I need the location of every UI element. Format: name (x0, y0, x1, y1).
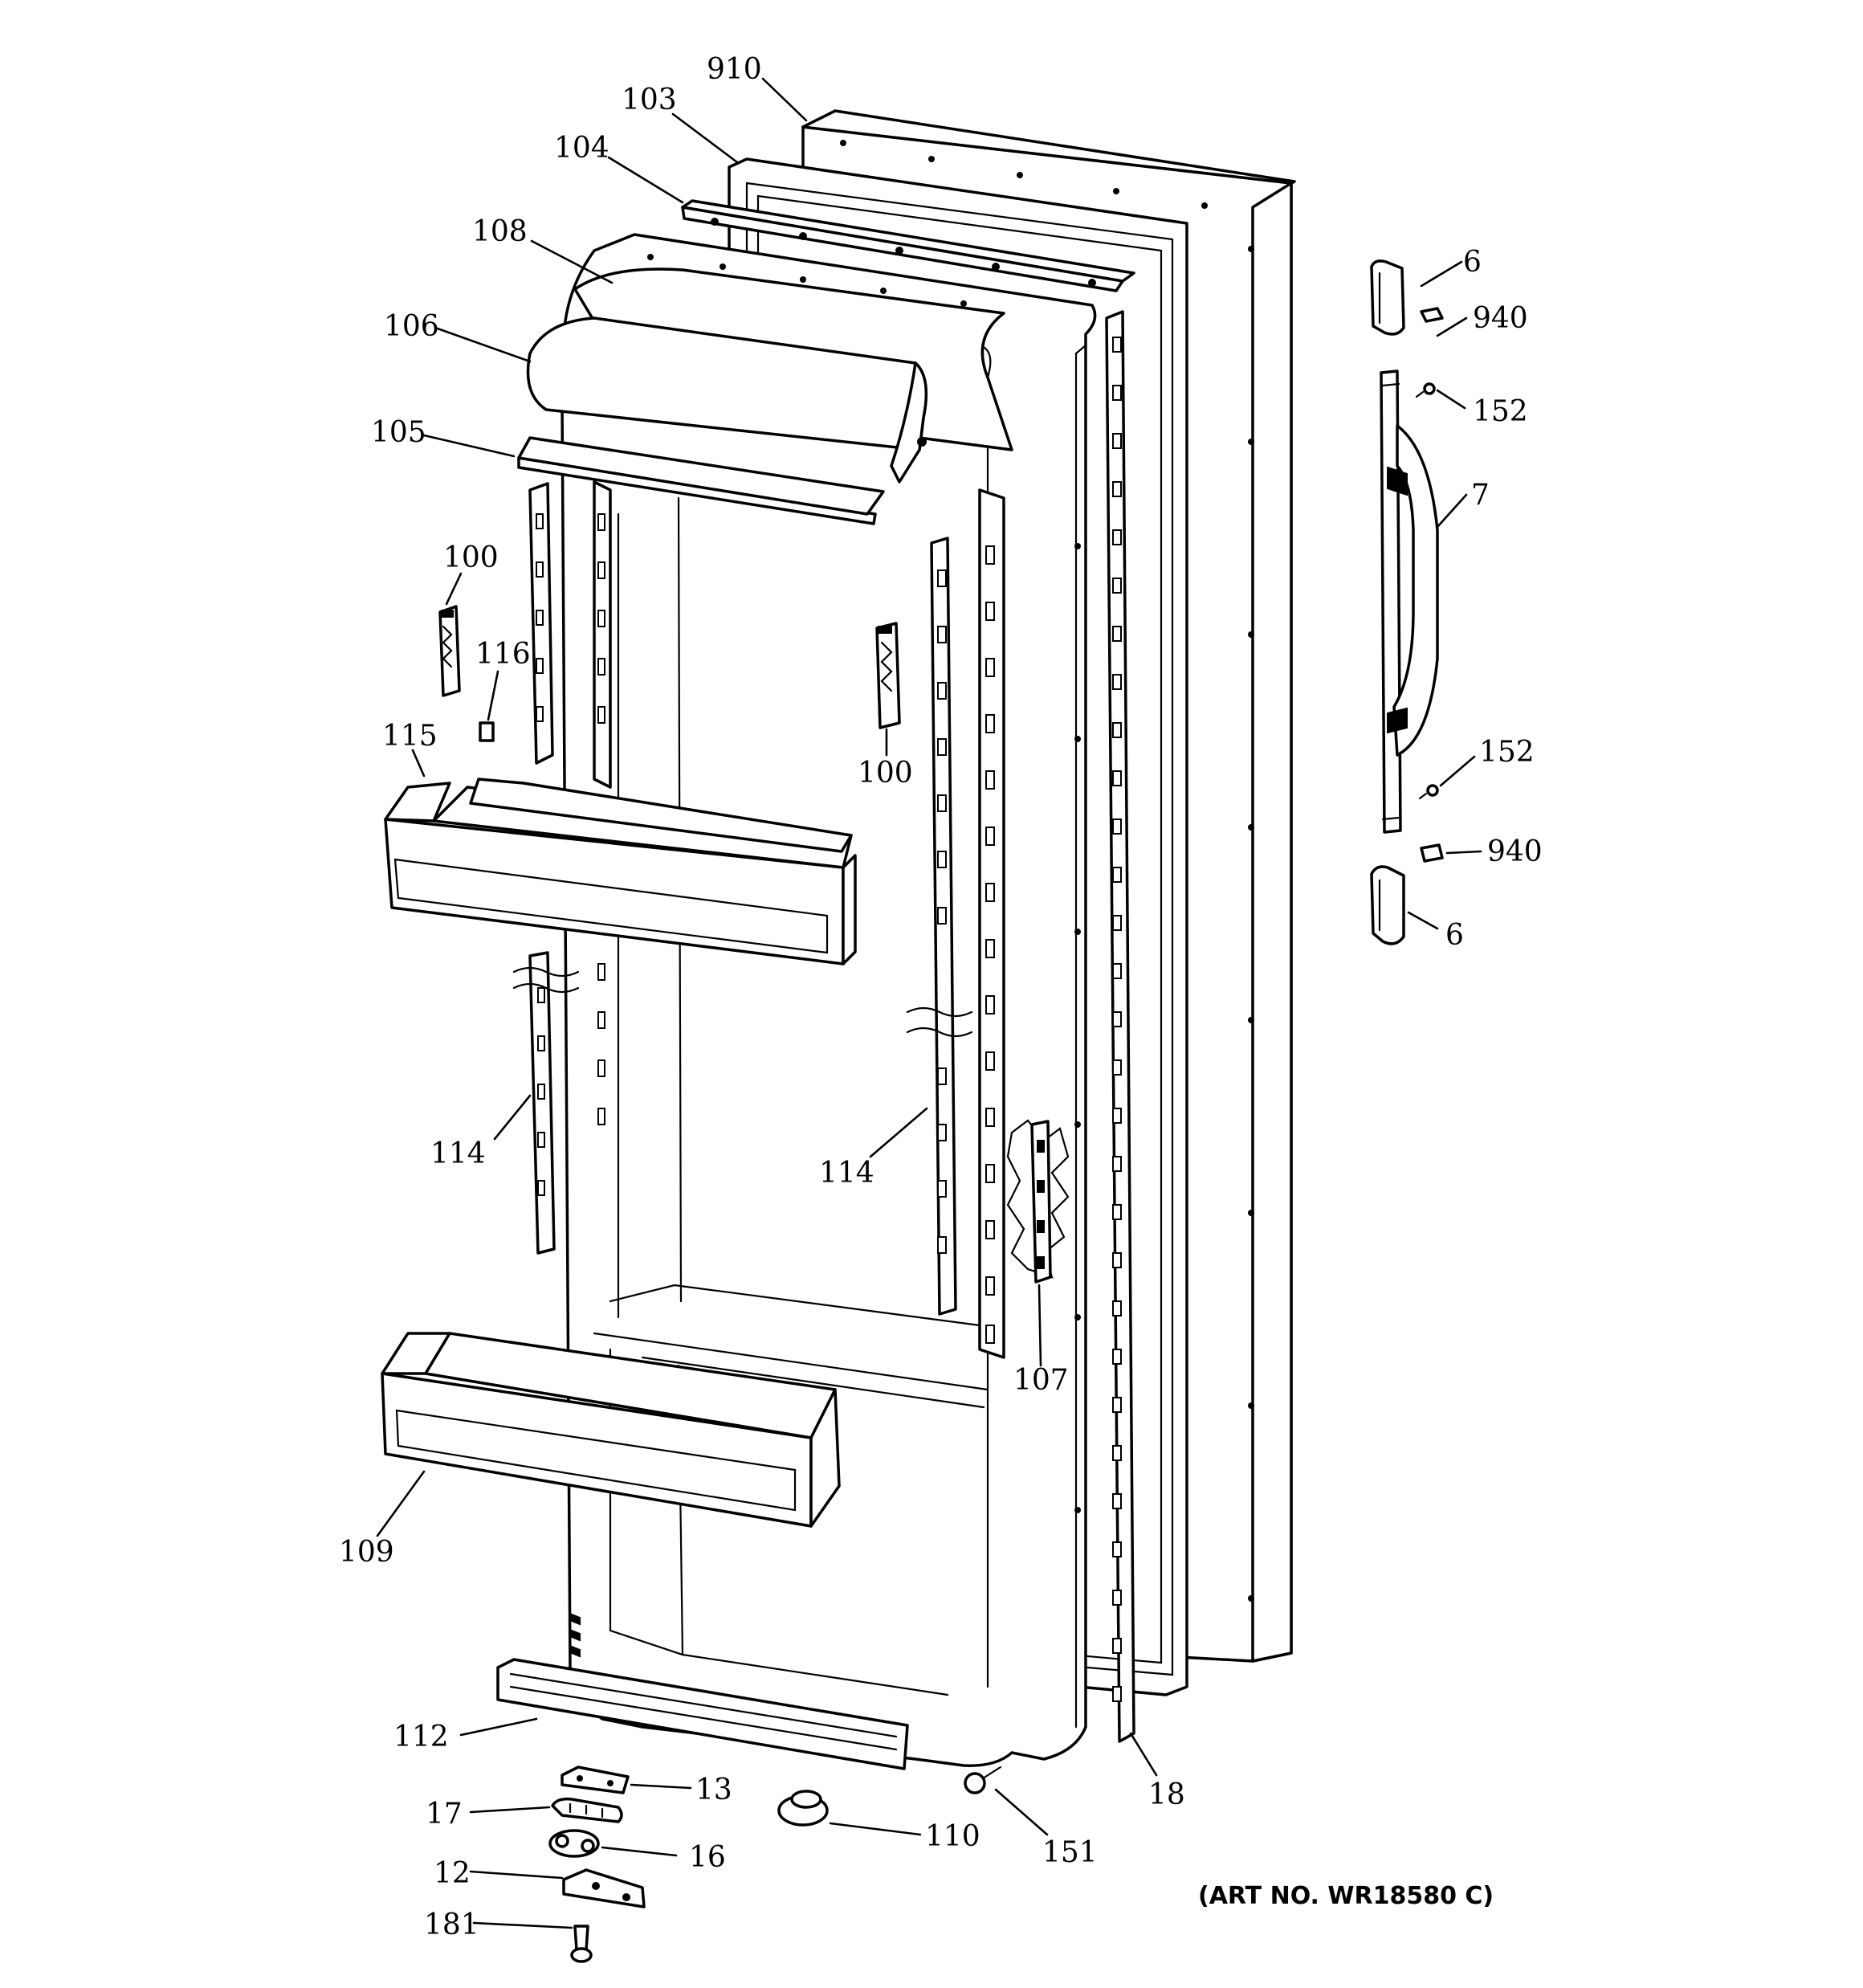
callout-109: 109 (339, 1536, 394, 1569)
door-cam (1006, 1119, 1070, 1284)
handle-assembly (1370, 259, 1444, 945)
shelf-rail-right (906, 537, 973, 1316)
callout-151: 151 (1042, 1836, 1098, 1869)
top-bracket (681, 199, 1135, 292)
callout-100-right: 100 (858, 757, 913, 790)
bracket-100-right (875, 622, 901, 729)
callout-6-top: 6 (1463, 246, 1482, 279)
callout-115: 115 (382, 720, 438, 753)
callout-106: 106 (384, 310, 439, 343)
dairy-compartment (526, 267, 1013, 484)
callout-108: 108 (472, 215, 528, 248)
callout-910: 910 (707, 53, 762, 86)
door-bin-lower (381, 1332, 841, 1528)
callout-17: 17 (426, 1798, 463, 1831)
shelf-rail-left (512, 482, 580, 1255)
callout-7: 7 (1471, 479, 1490, 512)
hinge-parts (548, 1766, 646, 1963)
callout-116: 116 (475, 638, 531, 671)
callout-181: 181 (424, 1908, 479, 1941)
clip-116 (479, 721, 495, 742)
callout-152-bottom: 152 (1479, 736, 1535, 769)
callout-107: 107 (1013, 1364, 1069, 1397)
bottom-trim (496, 1658, 909, 1770)
callout-940-top: 940 (1473, 302, 1528, 335)
callout-6-bottom: 6 (1445, 919, 1464, 952)
callout-110: 110 (925, 1820, 980, 1853)
callout-105: 105 (371, 416, 426, 449)
callout-104: 104 (554, 132, 609, 165)
callout-16: 16 (689, 1841, 726, 1874)
callout-112: 112 (393, 1721, 449, 1753)
callout-12: 12 (434, 1857, 471, 1890)
bracket-100-left (438, 605, 461, 697)
dairy-trim-strip (517, 436, 885, 525)
callout-18: 18 (1148, 1778, 1185, 1811)
callout-114-left: 114 (430, 1137, 486, 1170)
callout-103: 103 (622, 84, 677, 116)
door-bin-upper (384, 778, 857, 965)
callout-100-left: 100 (443, 541, 499, 574)
callout-labels: 910 103 104 108 106 105 100 116 115 100 … (339, 53, 1543, 1941)
door-stop (777, 1790, 829, 1827)
breaker-strip (1105, 310, 1135, 1743)
callout-114-right: 114 (819, 1157, 874, 1190)
callout-940-bottom: 940 (1487, 835, 1543, 868)
screw-151 (964, 1766, 1002, 1794)
art-number: (ART NO. WR18580 C) (1198, 1882, 1494, 1910)
callout-13: 13 (695, 1774, 732, 1806)
callout-152-top: 152 (1473, 395, 1528, 428)
leader-lines (376, 77, 1482, 1929)
